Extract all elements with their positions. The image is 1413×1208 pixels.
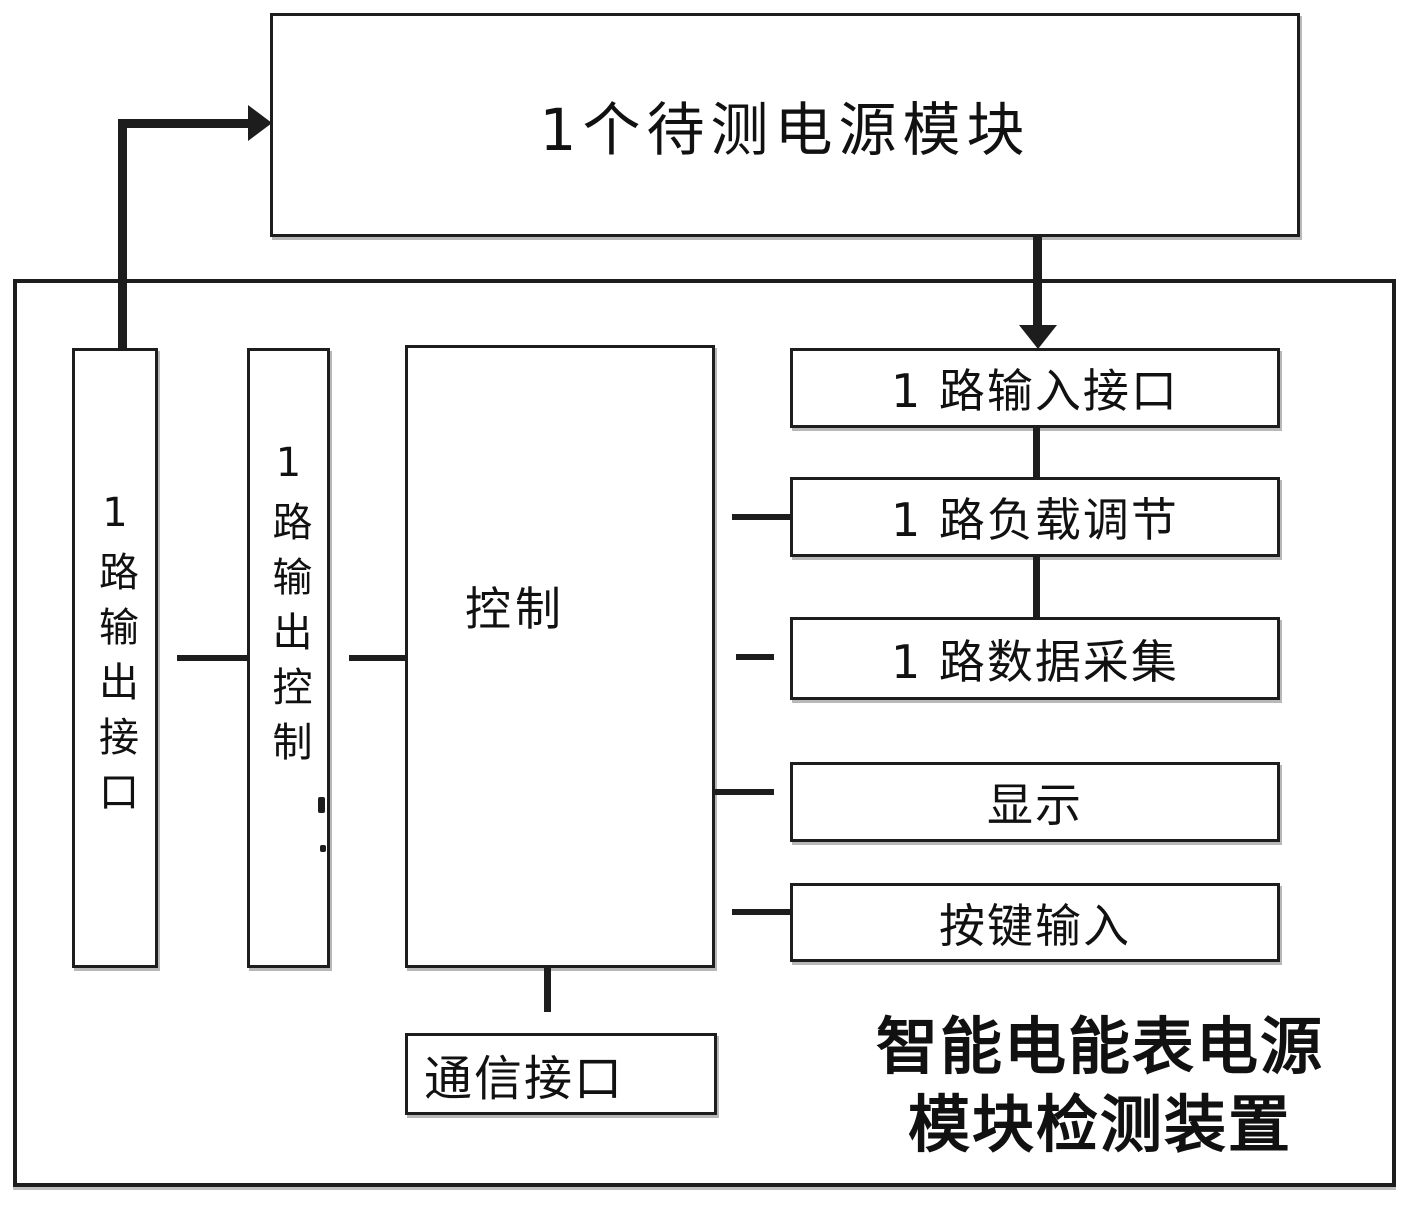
comm-interface-box: 通信接口 <box>405 1033 717 1115</box>
power-module-under-test-label: 1个待测电源模块 <box>539 96 1031 164</box>
connector-control-to-data-acquisition <box>736 654 774 660</box>
control-box: 控制 <box>405 345 715 968</box>
connector-input-to-load-adjust <box>1033 428 1040 477</box>
output-control-label: 1路输出控制 <box>265 440 312 776</box>
display-label: 显示 <box>987 778 1083 832</box>
data-acquisition-box: 1 路数据采集 <box>790 617 1280 700</box>
arrow-module-to-input-vertical <box>1033 237 1042 325</box>
connector-output-interface-to-control <box>177 655 248 661</box>
arrow-output-to-module-vertical <box>118 120 127 348</box>
data-acquisition-label: 1 路数据采集 <box>891 634 1179 689</box>
load-adjust-box: 1 路负载调节 <box>790 477 1280 557</box>
output-interface-label: 1路输出接口 <box>92 490 138 826</box>
connector-control-to-key-input <box>732 909 792 915</box>
device-label-line2: 模块检测装置 <box>907 1088 1292 1161</box>
input-interface-label: 1 路输入接口 <box>891 364 1179 418</box>
connector-control-to-display <box>712 789 774 795</box>
display-box: 显示 <box>790 762 1280 842</box>
key-input-box: 按键输入 <box>790 883 1280 962</box>
device-label-line1: 智能电能表电源 <box>875 1010 1324 1083</box>
connector-control-to-load-adjust <box>732 514 792 520</box>
connector-control-to-comm <box>544 968 551 1012</box>
comm-interface-label: 通信接口 <box>424 1051 625 1107</box>
arrow-output-to-module-head <box>248 105 272 141</box>
load-adjust-label: 1 路负载调节 <box>891 493 1179 547</box>
power-module-under-test-box: 1个待测电源模块 <box>270 13 1300 237</box>
output-interface-box: 1路输出接口 <box>72 348 158 968</box>
device-label: 智能电能表电源 模块检测装置 <box>820 1008 1380 1164</box>
key-input-label: 按键输入 <box>939 898 1131 953</box>
detection-device-outer-box <box>13 279 1396 1187</box>
arrow-module-to-input-head <box>1019 325 1057 349</box>
connector-output-control-to-control <box>349 655 408 661</box>
connector-load-adjust-to-data-acquisition <box>1033 557 1040 617</box>
input-interface-box: 1 路输入接口 <box>790 348 1280 428</box>
scan-artifact-tick <box>318 797 325 813</box>
output-control-box: 1路输出控制 <box>247 348 330 968</box>
arrow-output-to-module-horizontal <box>118 119 252 128</box>
scan-artifact-dot <box>320 845 326 852</box>
control-label: 控制 <box>465 582 565 636</box>
